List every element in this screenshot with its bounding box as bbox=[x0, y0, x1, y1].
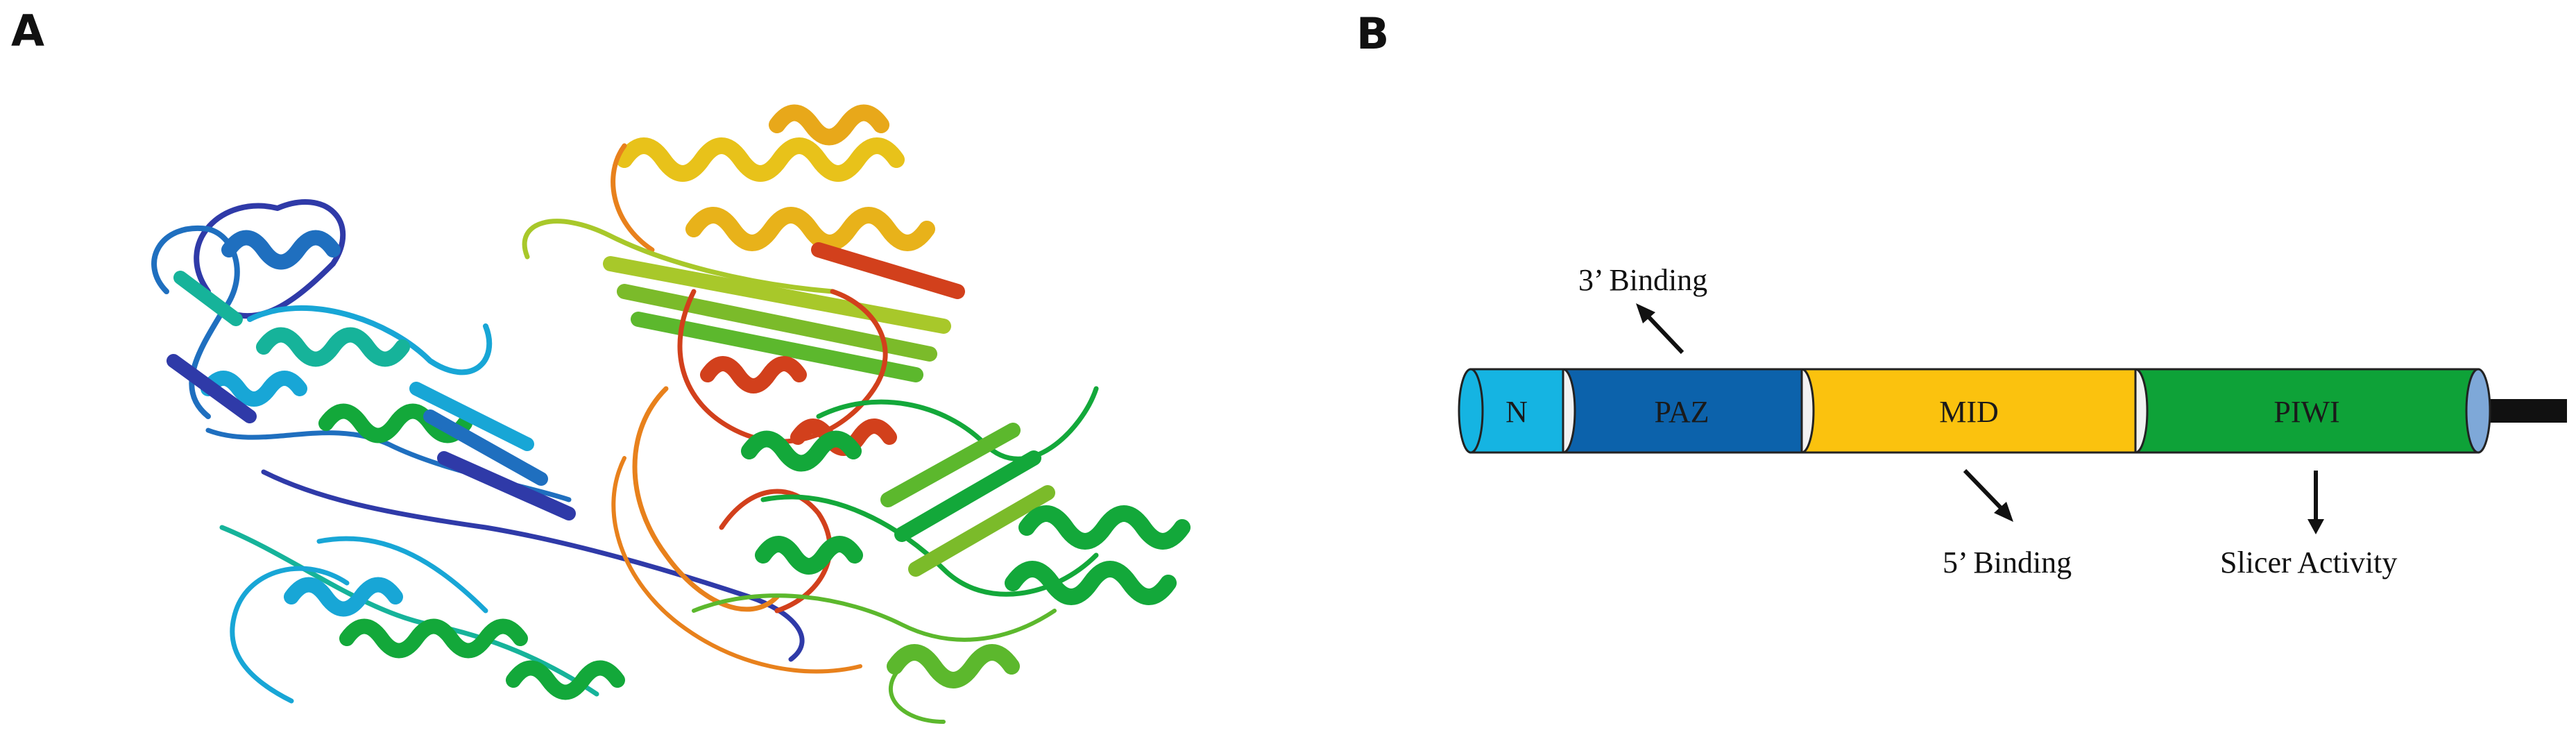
arrow-3-prime bbox=[1636, 303, 1682, 353]
helix-group-left bbox=[208, 238, 617, 693]
protein-ribbon-structure bbox=[154, 113, 1182, 722]
arrow-slicer bbox=[2308, 471, 2324, 534]
domain-label-paz: PAZ bbox=[1654, 395, 1709, 429]
domain-schematic: N PAZ MID PIWI 3’ Binding 5’ Binding Sli… bbox=[1459, 263, 2567, 579]
annotation-5-prime-binding: 5’ Binding bbox=[1943, 545, 2072, 579]
domain-label-mid: MID bbox=[1939, 395, 1999, 429]
arrow-5-prime bbox=[1965, 471, 2013, 522]
annotation-3-prime-binding: 3’ Binding bbox=[1578, 263, 1707, 297]
helix-group-right bbox=[749, 439, 1182, 681]
strand-group-left bbox=[173, 278, 569, 514]
annotation-slicer-activity: Slicer Activity bbox=[2220, 545, 2397, 579]
domain-label-piwi: PIWI bbox=[2274, 395, 2339, 429]
strand-group-right bbox=[888, 430, 1048, 569]
helix-group-top bbox=[624, 113, 927, 244]
domain-label-n: N bbox=[1505, 395, 1528, 429]
